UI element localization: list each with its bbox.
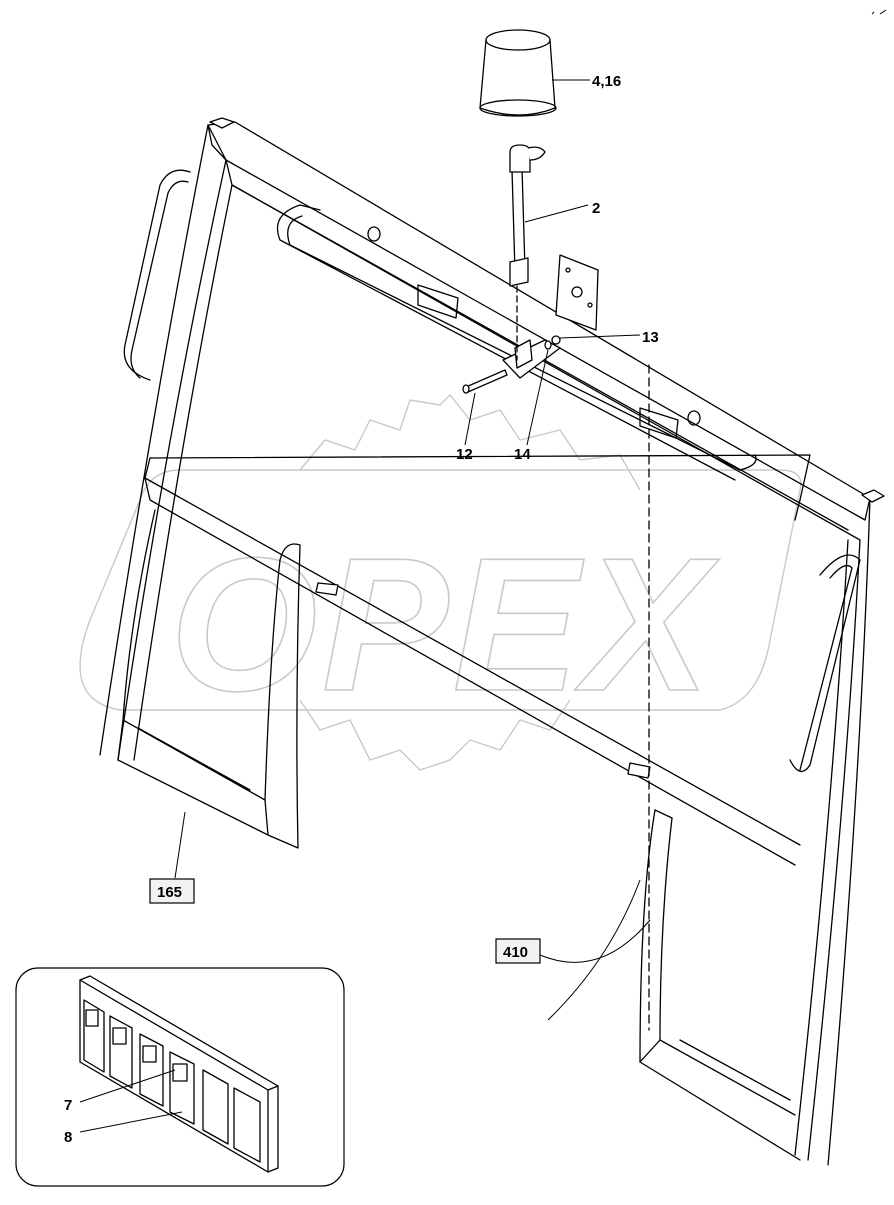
mid-beam (144, 454, 811, 866)
switch-3[interactable] (139, 1033, 164, 1107)
beam-slot-2 (627, 762, 651, 779)
watermark-text: OPEX (170, 519, 720, 731)
mount-plate (555, 254, 599, 331)
fasteners (462, 335, 561, 394)
leader-lines (174, 79, 651, 1021)
left-leg (117, 509, 301, 849)
callout-bolt[interactable]: 12 (456, 446, 473, 463)
switch-2[interactable] (109, 1015, 133, 1089)
top-handle (276, 204, 757, 481)
switch-5[interactable] (202, 1069, 229, 1145)
corner-mark (871, 9, 887, 15)
callout-box-right-assembly[interactable] (495, 938, 541, 964)
watermark-frame (79, 469, 802, 711)
callout-right-assembly: 410 (503, 944, 528, 961)
beacon-mast (509, 144, 650, 1031)
mounting-bracket (502, 254, 599, 379)
callout-washer[interactable]: 14 (514, 446, 531, 463)
beam-slot-1 (315, 582, 339, 596)
watermark: OPEX (79, 393, 802, 771)
callout-box-left-assembly[interactable] (149, 878, 195, 904)
callouts: 4,16 2 13 12 14 165 410 (149, 73, 659, 964)
switch-panel-inset: 7 8 (15, 967, 345, 1187)
callout-beacon[interactable]: 4,16 (592, 73, 621, 90)
watermark-gear-top (299, 393, 641, 491)
callout-mast[interactable]: 2 (592, 200, 600, 217)
callout-switch-a[interactable]: 7 (64, 1097, 72, 1114)
left-handle (123, 169, 191, 381)
switch-6[interactable] (233, 1087, 261, 1163)
callout-left-assembly: 165 (157, 884, 182, 901)
callout-nut[interactable]: 13 (642, 329, 659, 346)
right-leg (639, 809, 801, 1161)
washer[interactable] (544, 340, 552, 350)
front-frame (99, 117, 885, 1166)
right-handle (789, 554, 861, 772)
nut[interactable] (551, 335, 561, 345)
callout-switch-b[interactable]: 8 (64, 1129, 72, 1146)
beacon-light[interactable] (479, 29, 557, 117)
grab-handles (123, 169, 861, 772)
watermark-gear-bottom (299, 699, 571, 771)
switch-row (83, 999, 261, 1163)
bolt[interactable] (465, 369, 508, 393)
